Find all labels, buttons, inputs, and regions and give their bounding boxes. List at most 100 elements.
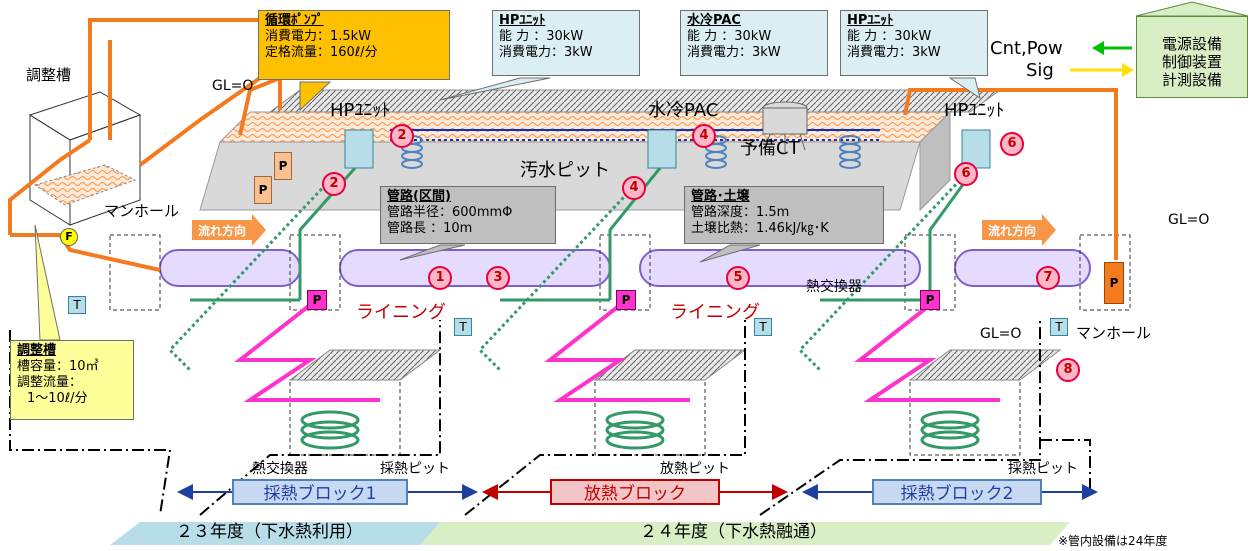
hp-callout-right: HPﾕﾆｯﾄ 能 力 ：30kW 消費電力：3kW [840, 10, 988, 76]
hp-right-title: HPﾕﾆｯﾄ [847, 13, 894, 28]
coils [401, 135, 861, 169]
tank-callout: 調整槽 槽容量：10㎥ 調整流量： 1～10ℓ/分 [10, 340, 134, 420]
marker-5: 5 [726, 266, 750, 290]
pipe-heat-exchanger-label: 熱交換器 [806, 279, 862, 295]
pipe-radius: 管路半径：600mmΦ [387, 205, 513, 220]
release-pit-label: 放熱ピット [660, 461, 730, 477]
manhole-right-label: マンホール [1076, 324, 1152, 342]
tank-label: 調整槽 [26, 66, 72, 84]
flow-right-label: 流れ方向 [988, 224, 1037, 238]
equipment-power: 電源設備 [1161, 35, 1222, 53]
collect-pit-right-label: 採熱ピット [1008, 461, 1078, 477]
temp-sensor-2: T [454, 318, 472, 336]
pipe-section-callout: 管路(区間) 管路半径：600mmΦ 管路長 ：10m [380, 186, 556, 244]
release-block: 放熱ブロック [550, 479, 720, 505]
pipe-section-title: 管路(区間) [387, 189, 451, 204]
pump-p-3: P [920, 290, 940, 310]
gl-pit-label: GL=O [980, 326, 1022, 342]
signal-arrows [1070, 41, 1134, 77]
marker-6a: 6 [1000, 132, 1024, 156]
marker-1: 1 [428, 266, 452, 290]
temp-sensor-1: T [68, 296, 86, 314]
hp-right-capacity: 能 力 ：30kW [847, 29, 932, 44]
equipment-control: 制御装置 [1161, 53, 1222, 71]
equipment-box: 電源設備 制御装置 計測設備 [1136, 16, 1248, 98]
fy24-label: ２４年度（下水熱融通） [640, 522, 827, 542]
hp-left-power: 消費電力：3kW [499, 45, 593, 60]
collect-pit-left-label: 採熱ピット [380, 461, 450, 477]
pump-p-pit-2: P [254, 176, 272, 204]
marker-2b: 2 [322, 172, 346, 196]
marker-8: 8 [1056, 358, 1080, 382]
pac-title: 水冷PAC [687, 13, 741, 28]
flow-left-label: 流れ方向 [198, 224, 247, 238]
marker-3: 3 [486, 266, 510, 290]
pac-capacity: 能 力 ：30kW [687, 29, 772, 44]
pac-callout: 水冷PAC 能 力 ：30kW 消費電力：3kW [680, 10, 828, 76]
hp-units [344, 129, 991, 169]
hp-unit-right-label: HPﾕﾆｯﾄ [944, 100, 1005, 121]
pit-coils [300, 410, 980, 450]
sig-label: Sig [1026, 60, 1054, 81]
marker-4b: 4 [622, 176, 646, 200]
hp-left-title: HPﾕﾆｯﾄ [499, 13, 546, 28]
pump-p-manhole: P [1104, 262, 1124, 304]
equipment-roof [1135, 1, 1249, 17]
tank-callout-title: 調整槽 [17, 343, 57, 358]
pump-p-pit-1: P [274, 152, 292, 180]
hp-unit-left-label: HPﾕﾆｯﾄ [330, 100, 391, 121]
soil-specific-heat: 土壌比熱：1.46kJ/㎏･K [691, 221, 829, 236]
manhole-left-label: マンホール [104, 202, 180, 220]
pit-heat-exchanger-label: 熱交換器 [252, 461, 308, 477]
adjustment-tank [28, 91, 142, 226]
callout-pointers [299, 81, 332, 112]
pump-p-1: P [307, 290, 327, 310]
pipe-soil-callout: 管路･土壌 管路深度：1.5m 土壌比熱：1.46kJ/㎏･K [684, 186, 884, 244]
temp-sensor-4: T [1050, 318, 1068, 336]
pump-flow: 定格流量：160ℓ/分 [265, 45, 378, 60]
marker-2a: 2 [390, 124, 414, 148]
pipe-length: 管路長 ：10m [387, 221, 473, 236]
flow-arrows [192, 214, 1056, 246]
collect-block-2: 採熱ブロック2 [872, 479, 1042, 505]
fy23-label: ２３年度（下水熱利用） [176, 522, 363, 542]
cnt-pow-label: Cnt,Pow [990, 38, 1063, 59]
hp-left-capacity: 能 力 ：30kW [499, 29, 584, 44]
pump-title: 循環ﾎﾟﾝﾌﾟ [265, 13, 324, 28]
tank-flow-range: 1～10ℓ/分 [27, 391, 88, 406]
hp-callout-left: HPﾕﾆｯﾄ 能 力 ：30kW 消費電力：3kW [492, 10, 640, 76]
pump-p-2: P [616, 290, 636, 310]
reserve-ct [762, 101, 808, 152]
pump-power: 消費電力：1.5kW [265, 29, 372, 44]
flowmeter-icon: F [60, 228, 78, 246]
gl-left-label: GL=O [212, 78, 254, 94]
callout-pointers-gray [399, 244, 761, 263]
heat-pits [288, 349, 1062, 456]
marker-6b: 6 [954, 162, 978, 186]
pipe-depth: 管路深度：1.5m [691, 205, 790, 220]
reserve-ct-label: 予備CT [740, 138, 800, 159]
lining-right-label: ライニング [670, 302, 760, 323]
pac-label: 水冷PAC [648, 100, 719, 121]
sewage-pit-label: 汚水ピット [520, 160, 610, 181]
tank-capacity: 槽容量：10㎥ [17, 359, 99, 374]
green-dotted-pipes [167, 178, 962, 372]
gl-right-label: GL=O [1168, 212, 1210, 228]
temp-sensor-3: T [754, 318, 772, 336]
hp-right-power: 消費電力：3kW [847, 45, 941, 60]
pac-power: 消費電力：3kW [687, 45, 781, 60]
marker-7: 7 [1036, 266, 1060, 290]
callout-pointers-yellow [34, 224, 61, 341]
footnote: ※管内設備は24年度 [1058, 534, 1168, 548]
tank-flow-label: 調整流量： [17, 375, 83, 390]
pump-callout: 循環ﾎﾟﾝﾌﾟ 消費電力：1.5kW 定格流量：160ℓ/分 [258, 10, 450, 80]
collect-block-1: 採熱ブロック1 [232, 479, 408, 505]
magenta-pipes [234, 303, 1000, 402]
pipe-soil-title: 管路･土壌 [691, 189, 750, 204]
year-bands [110, 522, 1070, 545]
lining-left-label: ライニング [356, 302, 446, 323]
marker-4a: 4 [692, 124, 716, 148]
equipment-measure: 計測設備 [1161, 71, 1222, 89]
